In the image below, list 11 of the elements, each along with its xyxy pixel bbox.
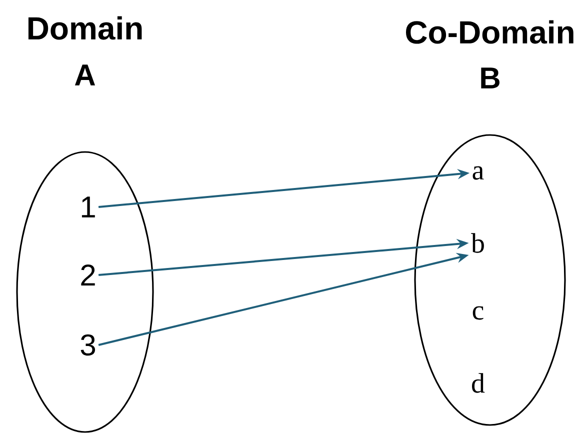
- set-element: a: [472, 166, 484, 180]
- node-label: A: [74, 64, 96, 86]
- set-element: 3: [80, 334, 96, 356]
- node-label: Domain: [28, 16, 142, 40]
- node-label: Co-Domain: [406, 20, 574, 44]
- set-element: 2: [81, 264, 95, 286]
- set-element: 1: [82, 196, 95, 218]
- set-element: b: [471, 233, 484, 253]
- set-element: c: [472, 306, 484, 320]
- node-label: B: [481, 68, 500, 88]
- set-element: d: [472, 373, 485, 393]
